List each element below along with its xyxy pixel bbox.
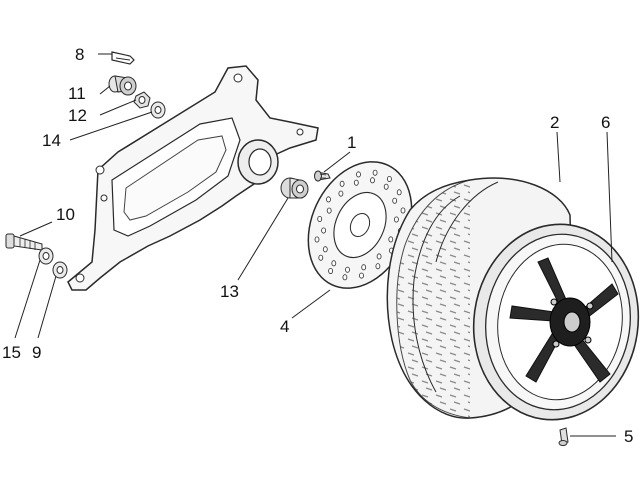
callout-4: 4 xyxy=(280,317,289,336)
brake-disc-hole xyxy=(393,216,399,223)
brake-disc-hole xyxy=(383,183,389,190)
long-bolt-part-10 xyxy=(5,233,43,251)
brake-disc-hole xyxy=(345,266,350,273)
washer-part-9 xyxy=(52,261,68,279)
callout-6: 6 xyxy=(601,113,610,132)
brake-disc-hole xyxy=(353,179,359,186)
wheel-hub-center xyxy=(563,311,581,333)
valve-part-5 xyxy=(558,427,569,446)
swing-arm-bolt-hole-right xyxy=(296,128,304,136)
brake-disc-hole xyxy=(370,177,375,184)
wheel-rim-part-6 xyxy=(472,223,640,421)
brake-disc-hole xyxy=(321,227,327,234)
callout-2: 2 xyxy=(550,113,559,132)
leader-lines xyxy=(14,53,616,437)
spacer-bushing-part-13 xyxy=(280,177,309,199)
callout-8: 8 xyxy=(75,45,84,64)
brake-disc-hole xyxy=(326,207,332,214)
brake-disc-hole xyxy=(318,254,324,261)
castle-nut-part-11 xyxy=(108,75,137,96)
brake-disc-hole xyxy=(361,264,367,271)
brake-disc-hole xyxy=(372,169,378,176)
callout-10: 10 xyxy=(56,205,75,224)
brake-disc-hole xyxy=(400,207,406,214)
brake-disc-hole xyxy=(339,180,345,187)
washer-part-14 xyxy=(150,101,166,119)
brake-disc-hole xyxy=(356,171,361,178)
brake-disc-part-4 xyxy=(307,161,413,289)
callout-9: 9 xyxy=(32,343,41,362)
brake-disc-hole xyxy=(392,197,398,204)
brake-disc-hole xyxy=(326,196,331,203)
callout-15: 15 xyxy=(2,343,21,362)
callout-numbers: 8 11 12 14 10 15 9 13 1 4 2 6 5 xyxy=(2,45,633,446)
swing-arm-bolt-hole-mid xyxy=(100,194,108,202)
brake-disc-hole xyxy=(388,236,394,243)
callout-12: 12 xyxy=(68,106,87,125)
brake-disc-holes xyxy=(314,169,406,281)
brake-disc-hole xyxy=(396,189,402,196)
brake-disc-hole xyxy=(375,263,381,270)
callout-14: 14 xyxy=(42,131,61,150)
brake-disc-hole xyxy=(386,175,392,182)
brake-disc-hole xyxy=(317,215,323,222)
washer-part-15 xyxy=(38,247,54,265)
brake-disc-hole xyxy=(359,272,364,279)
callout-13: 13 xyxy=(220,282,239,301)
nut-part-12 xyxy=(133,91,151,109)
brake-disc-hole xyxy=(342,274,348,281)
callout-5: 5 xyxy=(624,427,633,446)
brake-disc-hole xyxy=(376,253,382,260)
split-pin-part-8 xyxy=(111,51,135,65)
swing-arm-axle-bore xyxy=(248,148,272,176)
brake-disc-hole xyxy=(328,267,334,274)
swing-arm-bolt-hole-top xyxy=(233,73,243,83)
brake-disc-hole xyxy=(331,260,337,267)
brake-disc-hole xyxy=(322,246,328,253)
brake-disc-hole xyxy=(314,236,320,243)
callout-1: 1 xyxy=(347,133,356,152)
swing-arm-bolt-hole-left xyxy=(95,165,105,175)
swing-arm xyxy=(67,65,319,291)
bolt-part-1 xyxy=(314,170,331,182)
swing-arm-bolt-hole-low xyxy=(75,273,85,283)
swing-arm-inner-window xyxy=(123,135,227,221)
callout-11: 11 xyxy=(68,84,86,103)
brake-disc-hole xyxy=(338,190,344,197)
